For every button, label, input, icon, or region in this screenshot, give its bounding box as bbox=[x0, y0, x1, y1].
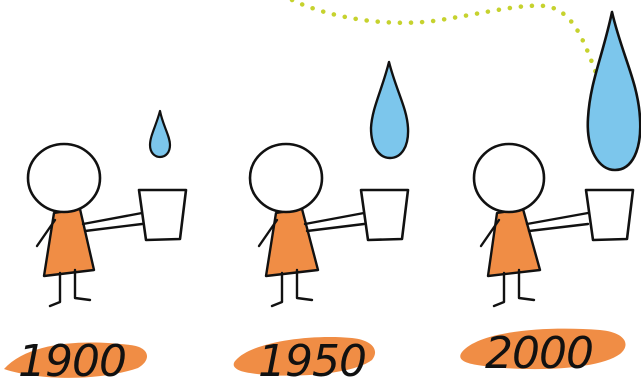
dotted-trail bbox=[292, 0, 598, 78]
water-drop-icon bbox=[150, 111, 170, 157]
arm-right bbox=[527, 213, 588, 231]
cup-icon bbox=[586, 190, 633, 240]
cup-icon bbox=[139, 190, 186, 240]
water-drop-icon bbox=[588, 12, 640, 170]
year-label: 2000 bbox=[485, 328, 593, 379]
water-drop-icon bbox=[371, 62, 408, 158]
scene-2000: 2000 bbox=[460, 12, 640, 379]
shirt bbox=[488, 209, 540, 276]
year-label: 1900 bbox=[18, 336, 126, 381]
cup-icon bbox=[361, 190, 408, 240]
year-label: 1950 bbox=[258, 336, 366, 381]
shirt bbox=[44, 209, 94, 276]
head bbox=[250, 144, 322, 212]
shirt bbox=[266, 209, 318, 276]
scene-1950: 1950 bbox=[234, 62, 408, 381]
head bbox=[474, 144, 544, 212]
scene-1900: 1900 bbox=[4, 111, 186, 381]
head bbox=[28, 144, 100, 212]
arm-right bbox=[83, 213, 142, 231]
arm-right bbox=[305, 213, 364, 231]
